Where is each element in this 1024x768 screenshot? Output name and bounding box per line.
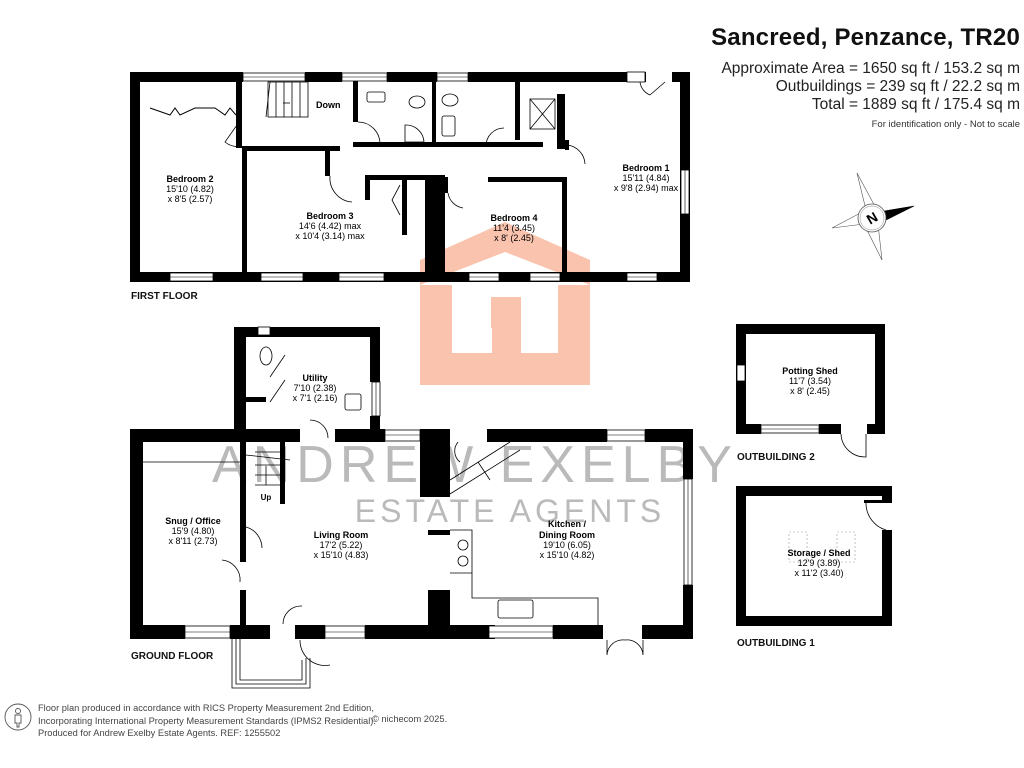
skylights bbox=[788, 531, 856, 563]
room-dim2-utility: x 7'1 (2.16) bbox=[293, 393, 338, 403]
room-name-snug-office: Snug / Office bbox=[165, 516, 221, 526]
first-floor-label: FIRST FLOOR bbox=[131, 291, 198, 302]
stairs-down-label: Down bbox=[316, 100, 341, 110]
watermark-text: ANDREW EXELBY ESTATE AGENTS bbox=[212, 436, 738, 529]
total-area: Total = 1889 sq ft / 175.4 sq m bbox=[811, 96, 1020, 113]
plan-header: Sancreed, Penzance, TR20 Approximate Are… bbox=[711, 24, 1020, 130]
property-title: Sancreed, Penzance, TR20 bbox=[711, 24, 1020, 51]
watermark-brand-name: ANDREW EXELBY bbox=[212, 436, 738, 494]
room-name-bedroom-3: Bedroom 3 bbox=[306, 211, 353, 221]
room-dim-potting-shed: 11'7 (3.54) bbox=[789, 376, 831, 386]
room-dim2-bedroom-4: x 8' (2.45) bbox=[494, 233, 534, 243]
room-dim2-bedroom-3: x 10'4 (3.14) max bbox=[295, 231, 365, 241]
watermark-logo bbox=[420, 222, 590, 385]
room-name-living-room: Living Room bbox=[314, 530, 369, 540]
room-name-utility: Utility bbox=[302, 373, 327, 383]
room-name-potting-shed: Potting Shed bbox=[782, 366, 838, 376]
bathroom-fixtures bbox=[366, 71, 646, 143]
ground-floor-label: GROUND FLOOR bbox=[131, 651, 214, 662]
room-name-storage-shed: Storage / Shed bbox=[787, 548, 850, 558]
room-dim2-storage-shed: x 11'2 (3.40) bbox=[794, 568, 843, 578]
stairs-down bbox=[265, 81, 309, 118]
outbuilding-1-plan: Storage / Shed 12'9 (3.89) x 11'2 (3.40) bbox=[736, 486, 892, 626]
compass-north-icon: N bbox=[831, 172, 915, 261]
room-name-bedroom-1: Bedroom 1 bbox=[622, 163, 669, 173]
stairs-up bbox=[245, 451, 291, 486]
room-dim-snug-office: 15'9 (4.80) bbox=[172, 526, 215, 536]
room-name-kitchen: Kitchen / bbox=[548, 519, 587, 529]
footer-line-3: Produced for Andrew Exelby Estate Agents… bbox=[38, 728, 281, 738]
room-dim2-kitchen: x 15'10 (4.82) bbox=[540, 550, 595, 560]
watermark-brand-tagline: ESTATE AGENTS bbox=[355, 493, 665, 529]
outbuildings-area: Outbuildings = 239 sq ft / 22.2 sq m bbox=[775, 78, 1020, 95]
room-name-bedroom-2: Bedroom 2 bbox=[166, 174, 213, 184]
room-dim2-snug-office: x 8'11 (2.73) bbox=[168, 536, 217, 546]
door-swings-ground bbox=[221, 354, 644, 666]
room-dim-utility: 7'10 (2.38) bbox=[294, 383, 337, 393]
room-dim2-potting-shed: x 8' (2.45) bbox=[790, 386, 830, 396]
ground-floor-plan: Up bbox=[130, 326, 693, 689]
first-floor-plan: Down Bedroom 2 15' bbox=[130, 71, 690, 282]
porch bbox=[231, 639, 311, 689]
door-swings bbox=[224, 81, 666, 216]
room-dim2-bedroom-1: x 9'8 (2.94) max bbox=[614, 183, 679, 193]
outbuilding-2-label: OUTBUILDING 2 bbox=[737, 452, 815, 463]
room-dim-bedroom-1: 15'11 (4.84) bbox=[622, 173, 669, 183]
room-dim-living-room: 17'2 (5.22) bbox=[320, 540, 363, 550]
outbuilding-2-plan: Potting Shed 11'7 (3.54) x 8' (2.45) bbox=[736, 324, 885, 458]
room-name-bedroom-4: Bedroom 4 bbox=[490, 213, 537, 223]
copyright: © nichecom 2025. bbox=[372, 714, 448, 724]
room-dim2-bedroom-2: x 8'5 (2.57) bbox=[168, 194, 213, 204]
outbuilding-1-label: OUTBUILDING 1 bbox=[737, 638, 815, 649]
room-dim-bedroom-4: 11'4 (3.45) bbox=[493, 223, 535, 233]
footer-notes: Floor plan produced in accordance with R… bbox=[38, 702, 376, 740]
footer-line-1: Floor plan produced in accordance with R… bbox=[38, 703, 374, 713]
wardrobe-icon bbox=[149, 107, 237, 116]
approximate-area: Approximate Area = 1650 sq ft / 153.2 sq… bbox=[721, 60, 1020, 77]
area-summary: Approximate Area = 1650 sq ft / 153.2 sq… bbox=[711, 60, 1020, 114]
footer-line-2: Incorporating International Property Mea… bbox=[38, 715, 376, 726]
room-dim-bedroom-3: 14'6 (4.42) max bbox=[299, 221, 362, 231]
room-dim-bedroom-2: 15'10 (4.82) bbox=[166, 184, 214, 194]
room-name-dining-room: Dining Room bbox=[539, 530, 595, 540]
person-icon bbox=[4, 703, 32, 731]
disclaimer: For identification only - Not to scale bbox=[871, 119, 1020, 130]
kitchen-counter bbox=[450, 529, 599, 625]
room-dim-kitchen: 19'10 (6.05) bbox=[543, 540, 591, 550]
room-dim-storage-shed: 12'9 (3.89) bbox=[798, 558, 841, 568]
room-dim2-living-room: x 15'10 (4.83) bbox=[314, 550, 369, 560]
stairs-up-label: Up bbox=[261, 493, 272, 502]
